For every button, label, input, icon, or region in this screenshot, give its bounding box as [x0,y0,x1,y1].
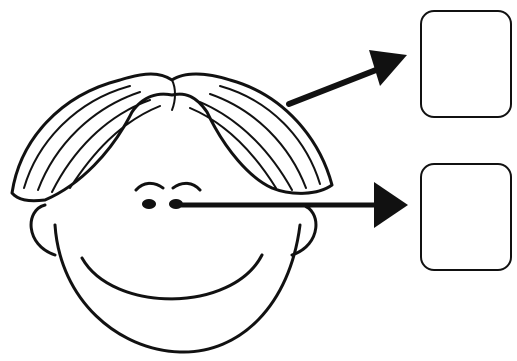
left-eye [142,199,156,209]
hair-answer-box[interactable] [420,10,512,118]
hair-arrow-line [289,68,381,104]
eye-answer-box[interactable] [420,163,512,271]
left-eyebrow [136,183,163,190]
face-outline [55,225,300,352]
left-ear [31,205,55,255]
right-eyebrow [173,183,200,190]
hair-arrow-head [369,50,407,86]
hair-outline [12,74,332,201]
mouth [82,255,262,299]
eye-arrow-head [374,182,408,228]
